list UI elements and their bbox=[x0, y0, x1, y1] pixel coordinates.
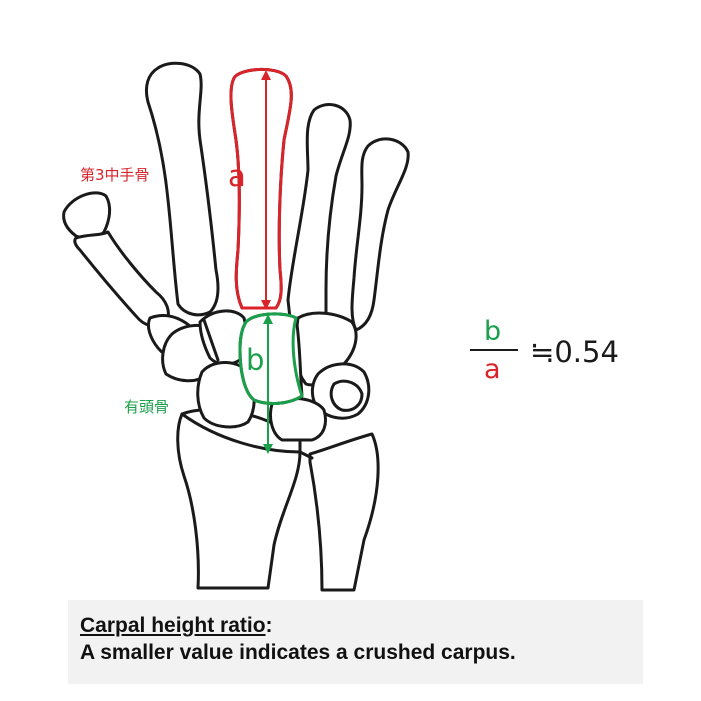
length-a-arrowhead-bottom bbox=[261, 300, 271, 310]
caption-body: A smaller value indicates a crushed carp… bbox=[80, 641, 516, 664]
caption-title-suffix: : bbox=[265, 614, 273, 637]
caption-title: Carpal height ratio bbox=[80, 614, 266, 637]
length-a-arrowhead-top bbox=[261, 70, 271, 80]
ratio-numerator: b bbox=[484, 316, 501, 347]
pisiform-bone bbox=[329, 379, 364, 412]
trapezoid-inner-line bbox=[202, 318, 220, 362]
ratio-value: ≒0.54 bbox=[530, 335, 619, 369]
caption-title-line: Carpal height ratio: bbox=[80, 612, 643, 639]
caption-box: Carpal height ratio: A smaller value ind… bbox=[68, 600, 643, 684]
height-b-arrowhead-top bbox=[263, 314, 273, 324]
radius-bone bbox=[176, 408, 302, 590]
height-b-arrowhead-bottom bbox=[263, 444, 273, 454]
ulna-bone bbox=[308, 432, 380, 592]
scaphoid-bone bbox=[196, 361, 256, 429]
height-b-letter: b bbox=[246, 343, 264, 377]
third-metacarpal-highlight bbox=[229, 68, 293, 310]
thumb-distal-phalanx bbox=[62, 191, 112, 241]
ratio-denominator: a bbox=[484, 354, 501, 385]
radioulnar-joint-line bbox=[298, 450, 314, 460]
capitate-highlight bbox=[238, 312, 304, 405]
radiocarpal-line bbox=[180, 412, 302, 454]
length-a-letter: a bbox=[228, 159, 246, 193]
thumb-proximal-phalanx bbox=[73, 230, 170, 328]
capitate-label: 有頭骨 bbox=[124, 398, 169, 416]
lunate-bone bbox=[268, 396, 327, 442]
second-metacarpal bbox=[144, 61, 220, 317]
fourth-metacarpal bbox=[286, 103, 352, 320]
third-metacarpal-label: 第3中手骨 bbox=[80, 166, 150, 184]
fifth-metacarpal bbox=[350, 137, 410, 332]
